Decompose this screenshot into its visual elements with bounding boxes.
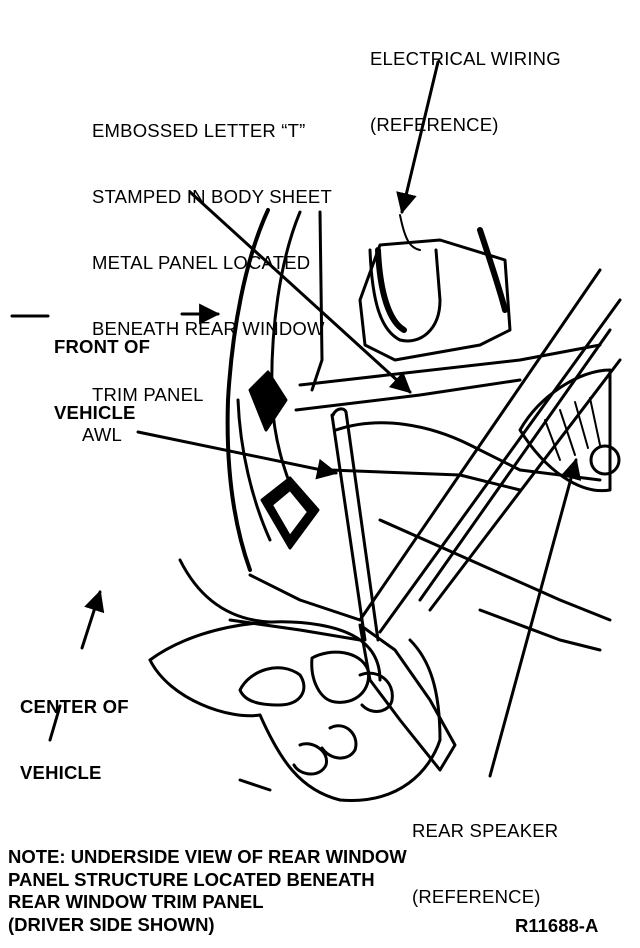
note-line: REAR WINDOW TRIM PANEL	[8, 891, 264, 912]
label-line: BENEATH REAR WINDOW	[92, 318, 325, 339]
label-line: ELECTRICAL WIRING	[370, 48, 561, 69]
label-line: TRIM PANEL	[92, 384, 204, 405]
note-line: (DRIVER SIDE SHOWN)	[8, 913, 215, 935]
label-line: EMBOSSED LETTER “T”	[92, 120, 306, 141]
figure-code: R11688-A	[515, 915, 599, 936]
note-line: PANEL STRUCTURE LOCATED BENEATH	[8, 868, 375, 890]
label-line: (REFERENCE)	[412, 886, 541, 907]
label-line: STAMPED IN BODY SHEET	[92, 186, 332, 207]
label-line: VEHICLE	[54, 402, 136, 423]
note-text: NOTE: UNDERSIDE VIEW OF REAR WINDOW PANE…	[8, 846, 407, 936]
label-line: CENTER OF	[20, 696, 129, 717]
label-embossed-letter: EMBOSSED LETTER “T” STAMPED IN BODY SHEE…	[92, 76, 332, 428]
label-front-of-vehicle: FRONT OF VEHICLE	[54, 292, 150, 446]
note-line: NOTE: UNDERSIDE VIEW OF REAR WINDOW	[8, 846, 407, 867]
label-line: METAL PANEL LOCATED	[92, 252, 311, 273]
label-electrical-wiring: ELECTRICAL WIRING (REFERENCE)	[370, 4, 561, 158]
label-line: FRONT OF	[54, 336, 151, 357]
label-center-of-vehicle: CENTER OF VEHICLE	[20, 652, 129, 806]
label-awl: AWL	[82, 424, 123, 445]
label-line: VEHICLE	[20, 762, 102, 783]
label-line: (REFERENCE)	[370, 114, 499, 135]
label-line: REAR SPEAKER	[412, 820, 559, 841]
label-rear-speaker: REAR SPEAKER (REFERENCE)	[412, 776, 558, 930]
